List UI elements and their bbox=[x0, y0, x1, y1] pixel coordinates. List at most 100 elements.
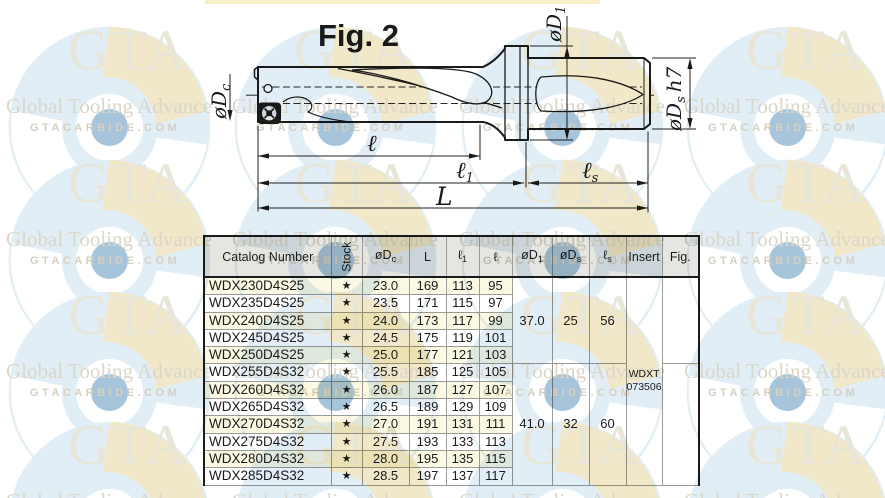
l1-cell: 121 bbox=[445, 346, 480, 365]
catalog-cell: WDX230D4S25 bbox=[203, 276, 332, 296]
watermark-site: GTACARBIDE.COM bbox=[30, 387, 181, 399]
dim-label-dc: øDc bbox=[207, 83, 234, 120]
l-cell: 107 bbox=[478, 380, 513, 400]
dim-label-l1: ℓ1 bbox=[456, 158, 474, 186]
watermark-monogram: GTA bbox=[746, 414, 868, 477]
l-cell: 95 bbox=[478, 276, 513, 296]
col-header-insert: Insert bbox=[625, 235, 663, 278]
L-cell: 173 bbox=[408, 311, 447, 330]
l1-cell: 133 bbox=[445, 432, 480, 451]
stock-cell: ★ bbox=[330, 294, 363, 313]
catalog-cell: WDX260D4S32 bbox=[203, 380, 332, 400]
stock-cell: ★ bbox=[330, 432, 363, 451]
dc-cell: 26.5 bbox=[361, 398, 410, 417]
l-cell: 103 bbox=[478, 346, 513, 365]
col-header-l1: ℓ1 bbox=[445, 235, 480, 278]
ls-merged-cell: 60 bbox=[588, 363, 627, 486]
dc-cell: 23.5 bbox=[361, 294, 410, 313]
l-cell: 99 bbox=[478, 311, 513, 330]
ls-merged-cell: 56 bbox=[588, 276, 627, 365]
gta-logo-watermark bbox=[689, 421, 885, 498]
dc-cell: 24.5 bbox=[361, 328, 410, 348]
screw-hole bbox=[263, 83, 273, 94]
gta-logo-watermark bbox=[11, 421, 208, 498]
l1-cell: 137 bbox=[445, 467, 480, 486]
d1-merged-cell: 41.0 bbox=[511, 363, 553, 486]
L-cell: 187 bbox=[408, 380, 447, 400]
dc-cell: 24.0 bbox=[361, 311, 410, 330]
l-cell: 111 bbox=[478, 415, 513, 434]
stock-cell: ★ bbox=[330, 415, 363, 434]
col-header-catalog: Catalog Number bbox=[203, 235, 332, 278]
col-header-L: L bbox=[408, 235, 447, 278]
dc-cell: 27.5 bbox=[361, 432, 410, 451]
l1-cell: 129 bbox=[445, 398, 480, 417]
L-cell: 193 bbox=[408, 432, 447, 451]
watermark-tagline: Global Tooling Advance bbox=[684, 359, 885, 383]
l1-cell: 113 bbox=[445, 276, 480, 296]
watermark-site: GTACARBIDE.COM bbox=[708, 255, 859, 267]
watermark-monogram: GTA bbox=[746, 284, 868, 347]
dim-label-d1: øD1 bbox=[542, 6, 569, 43]
l-cell: 97 bbox=[478, 294, 513, 313]
watermark-tagline: Global Tooling Advance bbox=[232, 489, 438, 498]
stock-cell: ★ bbox=[330, 346, 363, 365]
catalog-cell: WDX275D4S32 bbox=[203, 432, 332, 451]
stock-cell: ★ bbox=[330, 467, 363, 486]
stock-cell: ★ bbox=[330, 398, 363, 417]
dim-label-ls: ℓs bbox=[582, 158, 599, 186]
dim-label-ds: øDsh7 bbox=[662, 66, 689, 132]
watermark-tagline: Global Tooling Advance bbox=[6, 489, 212, 498]
L-cell: 189 bbox=[408, 398, 447, 417]
L-cell: 169 bbox=[408, 276, 447, 296]
l1-cell: 115 bbox=[445, 294, 480, 313]
l1-cell: 119 bbox=[445, 328, 480, 348]
dim-label-L: L bbox=[435, 182, 453, 211]
watermark-tagline: Global Tooling Advance bbox=[459, 489, 665, 498]
l1-cell: 117 bbox=[445, 311, 480, 330]
col-header-fig: Fig. bbox=[661, 235, 700, 278]
stock-cell: ★ bbox=[330, 328, 363, 348]
l1-cell: 135 bbox=[445, 449, 480, 469]
fig-cell bbox=[661, 363, 700, 486]
stock-cell: ★ bbox=[330, 276, 363, 296]
l1-cell: 131 bbox=[445, 415, 480, 434]
col-header-ls: ℓs bbox=[588, 235, 627, 278]
catalog-cell: WDX270D4S32 bbox=[203, 415, 332, 434]
stock-cell: ★ bbox=[330, 311, 363, 330]
dc-cell: 26.0 bbox=[361, 380, 410, 400]
catalog-cell: WDX250D4S25 bbox=[203, 346, 332, 365]
L-cell: 195 bbox=[408, 449, 447, 469]
L-cell: 177 bbox=[408, 346, 447, 365]
catalog-cell: WDX285D4S32 bbox=[203, 467, 332, 486]
L-cell: 197 bbox=[408, 467, 447, 486]
stock-cell: ★ bbox=[330, 363, 363, 382]
l1-cell: 125 bbox=[445, 363, 480, 382]
catalog-cell: WDX240D4S25 bbox=[203, 311, 332, 330]
catalog-cell: WDX265D4S32 bbox=[203, 398, 332, 417]
fig-cell bbox=[661, 276, 700, 365]
dc-cell: 28.5 bbox=[361, 467, 410, 486]
watermark-monogram: GTA bbox=[68, 284, 190, 347]
d1-merged-cell: 37.0 bbox=[511, 276, 553, 365]
dc-cell: 28.0 bbox=[361, 449, 410, 469]
dim-label-l: ℓ bbox=[367, 131, 377, 157]
col-header-l: ℓ bbox=[478, 235, 513, 278]
col-header-ds: øDs bbox=[551, 235, 590, 278]
l-cell: 101 bbox=[478, 328, 513, 348]
catalog-cell: WDX235D4S25 bbox=[203, 294, 332, 313]
watermark-site: GTACARBIDE.COM bbox=[30, 255, 181, 267]
ds-merged-cell: 25 bbox=[551, 276, 590, 365]
watermark-tagline: Global Tooling Advance bbox=[684, 489, 885, 498]
dc-cell: 25.5 bbox=[361, 363, 410, 382]
l-cell: 115 bbox=[478, 449, 513, 469]
